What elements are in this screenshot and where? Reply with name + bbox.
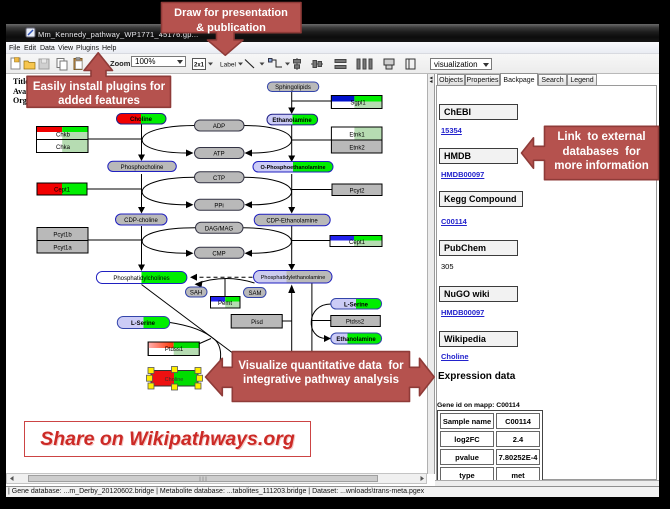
svg-text:Cept1: Cept1: [54, 188, 71, 194]
svg-text:Cept1: Cept1: [349, 240, 366, 246]
svg-text:2x1: 2x1: [194, 63, 205, 69]
svg-text:SAM: SAM: [248, 291, 261, 297]
svg-text:Choline: Choline: [165, 377, 184, 383]
svg-text:ATP: ATP: [213, 152, 224, 158]
svg-text:Chkb: Chkb: [56, 133, 71, 139]
svg-text:Ethanolamine: Ethanolamine: [272, 118, 312, 124]
svg-text:Pcyt2: Pcyt2: [349, 189, 365, 195]
svg-text:Pcyt1a: Pcyt1a: [53, 246, 72, 252]
svg-text:Chka: Chka: [56, 145, 71, 151]
svg-text:Pcyt1b: Pcyt1b: [53, 233, 72, 239]
svg-text:Ethanolamine: Ethanolamine: [336, 337, 376, 343]
svg-text:Pemt: Pemt: [218, 301, 232, 307]
svg-text:Pisd: Pisd: [251, 320, 263, 326]
svg-text:CDP-Ethanolamine: CDP-Ethanolamine: [266, 219, 318, 225]
svg-text:ADP: ADP: [213, 124, 225, 130]
svg-text:Phosphatidylcholines: Phosphatidylcholines: [113, 276, 169, 282]
svg-text:Sgpl1: Sgpl1: [350, 101, 366, 107]
svg-text:PPi: PPi: [214, 203, 223, 209]
svg-text:CMP: CMP: [212, 251, 225, 257]
svg-text:Etnk2: Etnk2: [349, 146, 365, 152]
svg-text:Etnk1: Etnk1: [349, 133, 365, 139]
svg-text:Phosphocholine: Phosphocholine: [121, 165, 164, 171]
svg-text:L-Serine: L-Serine: [131, 321, 156, 327]
svg-text:CTP: CTP: [213, 176, 225, 182]
svg-text:CDP-choline: CDP-choline: [124, 218, 158, 224]
svg-text:DAG/MAG: DAG/MAG: [205, 226, 234, 232]
svg-text:Ptdss1: Ptdss1: [165, 347, 184, 353]
svg-text:Label: Label: [220, 62, 236, 69]
svg-text:SAH: SAH: [190, 291, 202, 297]
svg-text:Choline: Choline: [130, 117, 153, 123]
svg-text:L-Serine: L-Serine: [344, 303, 369, 309]
svg-text:Sphingolipids: Sphingolipids: [275, 85, 311, 91]
svg-text:Ptdss2: Ptdss2: [346, 320, 365, 326]
svg-text:O-Phosphoethanolamine: O-Phosphoethanolamine: [260, 165, 325, 171]
svg-text:Phosphatidylethanolamine: Phosphatidylethanolamine: [261, 275, 326, 281]
